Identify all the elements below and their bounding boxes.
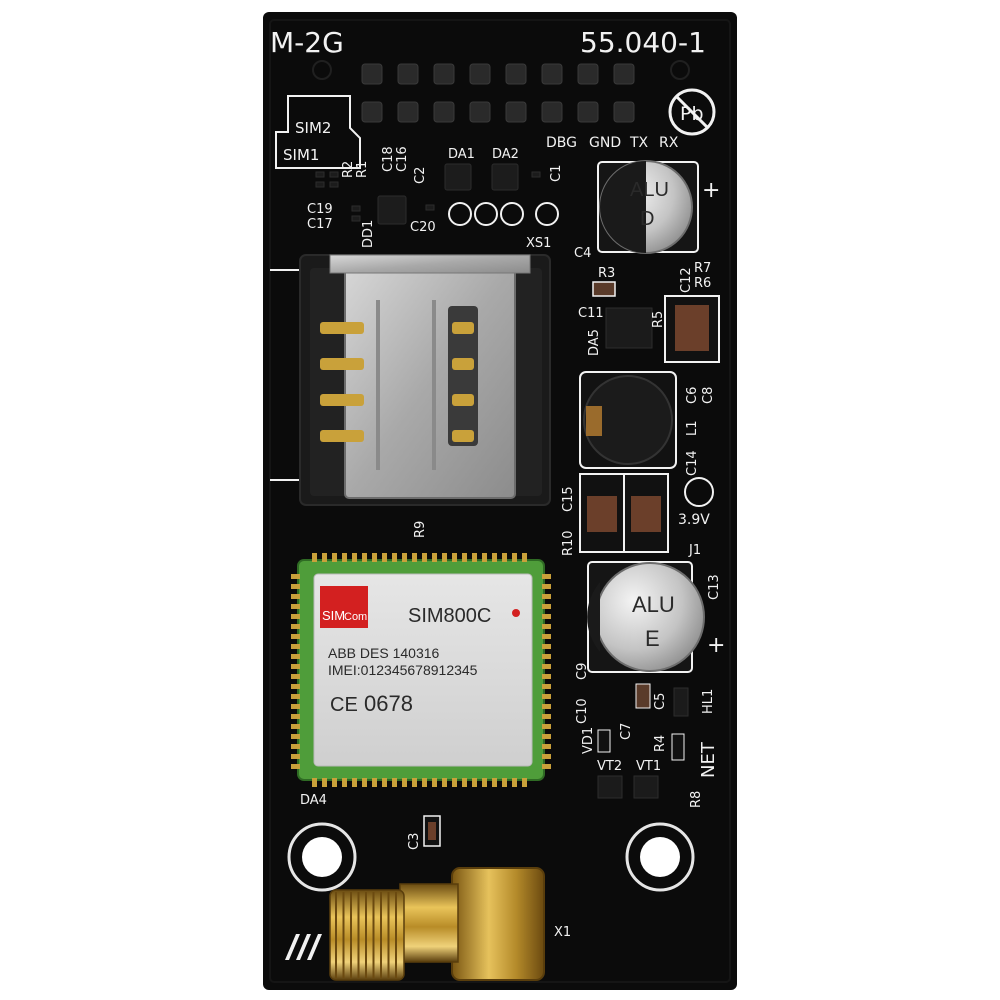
- inductor-l1: [579, 371, 677, 469]
- svg-text:C14: C14: [685, 450, 700, 476]
- svg-text:C13: C13: [707, 574, 722, 600]
- svg-text:C3: C3: [407, 833, 422, 850]
- svg-text:VT2: VT2: [597, 759, 622, 774]
- svg-text:ALU: ALU: [632, 592, 675, 617]
- label-da1: DA1: [448, 147, 475, 162]
- mounting-hole-right: [625, 822, 695, 892]
- svg-text:R10: R10: [561, 530, 576, 556]
- capacitor-c4: ALU D: [597, 160, 699, 254]
- module-batch: ABB DES 140316: [328, 645, 440, 661]
- label-xs1: XS1: [526, 236, 551, 251]
- svg-text:R9: R9: [413, 521, 428, 538]
- svg-text:C7: C7: [619, 723, 634, 740]
- label-sim2: SIM2: [295, 119, 331, 137]
- svg-text:X1: X1: [554, 925, 571, 940]
- board-model-label: M-2G: [270, 26, 344, 59]
- label-sim1: SIM1: [283, 146, 319, 164]
- svg-text:C1: C1: [549, 165, 564, 182]
- capacitor-c13: ALU E: [587, 561, 705, 673]
- svg-text:R5: R5: [651, 311, 666, 328]
- svg-text:R2: R2: [341, 161, 356, 178]
- module-model: SIM800C: [408, 605, 491, 627]
- svg-text:SIM: SIM: [322, 608, 345, 623]
- svg-text:C10: C10: [575, 698, 590, 724]
- label-da2: DA2: [492, 147, 519, 162]
- label-tx: TX: [629, 135, 649, 151]
- brand-logo-icon: SIM Com: [320, 586, 368, 628]
- svg-text:C11: C11: [578, 306, 604, 321]
- svg-text:DD1: DD1: [361, 220, 376, 248]
- svg-text:R3: R3: [598, 266, 615, 281]
- svg-text:D: D: [640, 208, 654, 230]
- svg-text:Com: Com: [344, 611, 367, 623]
- svg-text:C15: C15: [561, 486, 576, 512]
- svg-text:VT1: VT1: [636, 759, 661, 774]
- module-cert: 0678: [364, 691, 413, 716]
- svg-text:R7: R7: [694, 261, 711, 276]
- ce-mark-icon: CE: [330, 694, 358, 716]
- module-imei: IMEI:012345678912345: [328, 662, 478, 678]
- svg-text:DA5: DA5: [587, 329, 602, 356]
- svg-text:3.9V: 3.9V: [678, 512, 710, 528]
- pin-header: [361, 63, 635, 123]
- svg-text:L1: L1: [685, 420, 700, 436]
- svg-text:+: +: [707, 633, 725, 658]
- pb-free-icon: Pb: [668, 88, 716, 136]
- svg-text:C18: C18: [381, 146, 396, 172]
- svg-text:C17: C17: [307, 217, 333, 232]
- svg-text:R1: R1: [355, 161, 370, 178]
- svg-text:C19: C19: [307, 202, 333, 217]
- svg-text:C8: C8: [701, 387, 716, 404]
- gsm-module: SIM Com SIM800C ABB DES 140316 IMEI:0123…: [291, 553, 551, 787]
- svg-text:ALU: ALU: [630, 179, 669, 201]
- svg-text:Pb: Pb: [680, 103, 704, 125]
- svg-text:C6: C6: [685, 387, 700, 404]
- svg-text:E: E: [645, 626, 660, 651]
- svg-text:C9: C9: [575, 663, 590, 680]
- sma-connector: [329, 867, 545, 981]
- svg-text:R6: R6: [694, 276, 711, 291]
- svg-text:VD1: VD1: [581, 727, 596, 754]
- label-rx: RX: [659, 135, 679, 151]
- svg-text:HL1: HL1: [701, 689, 716, 714]
- sim-card-holder: [270, 254, 551, 506]
- board-part-number: 55.040-1: [580, 26, 706, 59]
- svg-text:+: +: [702, 178, 720, 203]
- label-net: NET: [698, 741, 719, 778]
- svg-text:C2: C2: [413, 167, 428, 184]
- svg-text:R4: R4: [653, 735, 668, 752]
- svg-text:R8: R8: [689, 791, 704, 808]
- mounting-hole-left: [287, 822, 357, 892]
- svg-text:C4: C4: [574, 246, 591, 261]
- svg-text:C12: C12: [679, 267, 694, 293]
- label-gnd: GND: [589, 135, 621, 151]
- label-dbg: DBG: [546, 135, 577, 151]
- svg-text:DA4: DA4: [300, 793, 327, 808]
- svg-text:C5: C5: [653, 693, 668, 710]
- svg-text:C16: C16: [395, 146, 410, 172]
- svg-text:J1: J1: [688, 543, 701, 558]
- svg-text:C20: C20: [410, 220, 436, 235]
